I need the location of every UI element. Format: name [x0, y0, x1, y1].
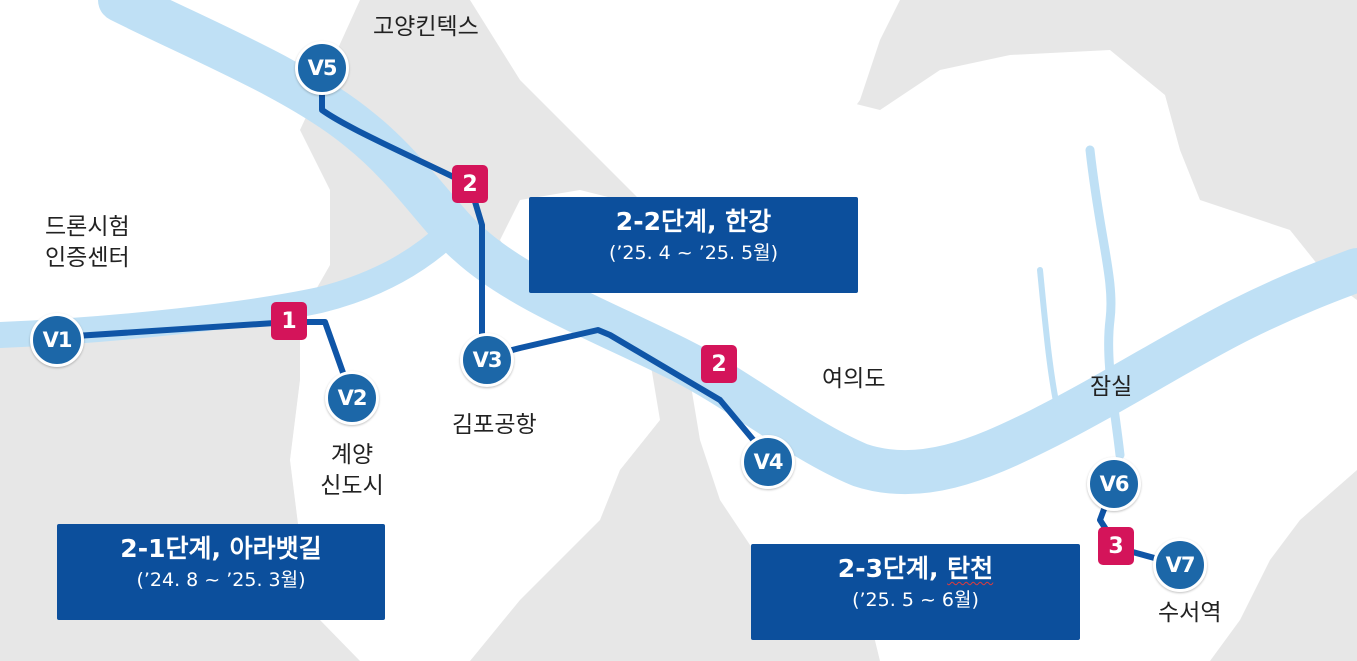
- station-v4: V4: [741, 435, 795, 489]
- place-gyeyang-line2: 신도시: [320, 473, 384, 499]
- place-drone-center: 드론시험 인증센터: [45, 212, 130, 274]
- phase-box-2-1: 2-1단계, 아라뱃길 (’24. 8 ~ ’25. 3월): [57, 524, 385, 620]
- station-v3: V3: [460, 333, 514, 387]
- place-gimpo-airport: 김포공항: [452, 412, 537, 438]
- station-v2: V2: [325, 371, 379, 425]
- phase-box-2-2: 2-2단계, 한강 (’25. 4 ~ ’25. 5월): [529, 197, 858, 293]
- station-v7: V7: [1153, 538, 1207, 592]
- place-drone-center-line1: 드론시험: [45, 214, 130, 240]
- phase-box-2-3: 2-3단계, 탄천 (’25. 5 ~ 6월): [751, 544, 1080, 640]
- place-gyeyang-line1: 계양: [330, 442, 374, 468]
- phase-2-3-title: 2-3단계, 탄천: [837, 554, 994, 583]
- station-v6: V6: [1087, 457, 1141, 511]
- phase-2-2-title: 2-2단계, 한강: [615, 207, 772, 236]
- phase-2-3-period: (’25. 5 ~ 6월): [852, 589, 979, 611]
- place-suseo-station: 수서역: [1158, 600, 1222, 626]
- phase-2-1-period: (’24. 8 ~ ’25. 3월): [136, 569, 306, 591]
- phase-2-1-title: 2-1단계, 아라뱃길: [120, 534, 322, 563]
- place-goyang-kintex: 고양킨텍스: [373, 14, 479, 40]
- station-v1: V1: [30, 313, 84, 367]
- route-line-v1-v2: [57, 319, 355, 401]
- place-gyeyang: 계양 신도시: [320, 440, 383, 502]
- place-yeouido: 여의도: [822, 366, 886, 392]
- stage-marker-2-north: 2: [452, 165, 488, 203]
- river-tancheon: [1085, 145, 1125, 460]
- stage-marker-3: 3: [1098, 527, 1134, 565]
- stage-marker-1: 1: [271, 302, 307, 340]
- stage-marker-2-south: 2: [701, 345, 737, 383]
- phase-2-2-period: (’25. 4 ~ ’25. 5월): [608, 242, 779, 264]
- place-jamsil: 잠실: [1090, 374, 1133, 400]
- place-drone-center-line2: 인증센터: [45, 245, 130, 271]
- route-line-v5-v4: [319, 67, 773, 463]
- station-v5: V5: [295, 41, 349, 95]
- river-jungnang: [1037, 267, 1063, 423]
